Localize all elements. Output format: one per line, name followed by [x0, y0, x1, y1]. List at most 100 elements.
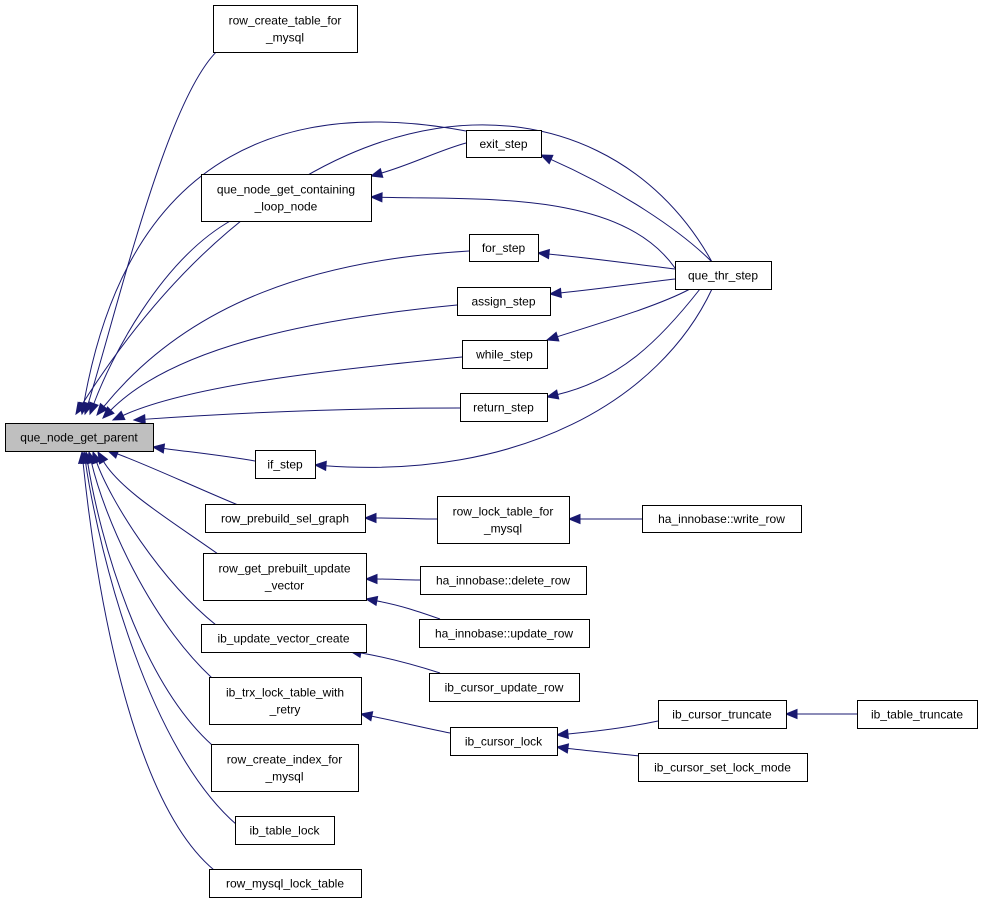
node-label: que_node_get_containing — [217, 183, 355, 197]
edge-que-thr-step-to-return-step — [556, 288, 701, 396]
node-label: row_get_prebuilt_update — [218, 562, 350, 576]
node-label: ib_cursor_lock — [465, 735, 543, 749]
node-box — [201, 624, 367, 653]
node-row-get-prebuilt-update-vector[interactable]: row_get_prebuilt_update _vector — [203, 553, 367, 601]
node-layer: que_node_get_parent row_create_table_for_… — [5, 5, 978, 898]
edge-ha-innobase-update-row-to-row-get-prebuilt-update-vector — [375, 600, 441, 620]
node-box — [460, 393, 548, 422]
node-label: _mysql — [264, 770, 303, 784]
node-box — [857, 700, 978, 729]
edge-row-lock-table-for-mysql-to-row-prebuild-sel-graph-arrowhead — [363, 512, 377, 524]
node-ha-innobase-delete-row[interactable]: ha_innobase::delete_row — [420, 566, 587, 595]
edge-return-step-to-que-node-get-parent-arrowhead — [132, 413, 146, 425]
node-label: _retry — [269, 703, 301, 717]
node-box — [429, 673, 580, 702]
node-label: ib_table_truncate — [871, 708, 963, 722]
edge-if-step-to-que-node-get-parent-arrowhead — [151, 443, 166, 454]
edge-row-get-prebuilt-update-vector-to-que-node-get-parent-arrowhead — [97, 450, 109, 465]
node-box — [213, 5, 358, 53]
node-box — [203, 553, 367, 601]
node-box — [675, 261, 772, 290]
edge-que-thr-step-to-return-step-arrowhead — [545, 389, 560, 400]
node-box — [642, 505, 802, 533]
node-row-prebuild-sel-graph[interactable]: row_prebuild_sel_graph — [205, 504, 366, 533]
node-row-create-index-for-mysql[interactable]: row_create_index_for _mysql — [211, 744, 359, 792]
node-if-step[interactable]: if_step — [255, 450, 316, 479]
node-label: ha_innobase::delete_row — [436, 574, 570, 588]
edge-exit-step-to-que-node-get-parent — [83, 121, 467, 405]
node-que-node-get-containing-loop-node[interactable]: que_node_get_containing _loop_node — [201, 174, 372, 222]
edge-row-prebuild-sel-graph-to-que-node-get-parent — [116, 453, 239, 506]
edge-que-node-get-containing-loop-node-to-que-node-get-parent — [93, 219, 233, 405]
node-label: ha_innobase::write_row — [658, 512, 785, 526]
node-label: row_lock_table_for — [453, 505, 554, 519]
edge-que-thr-step-to-while-step — [556, 288, 691, 338]
edge-ib-cursor-set-lock-mode-to-ib-cursor-lock-arrowhead — [555, 743, 570, 754]
node-ib-trx-lock-table-with-retry[interactable]: ib_trx_lock_table_with _retry — [209, 677, 362, 725]
node-label: ib_cursor_update_row — [445, 681, 564, 695]
node-row-lock-table-for-mysql[interactable]: row_lock_table_for_mysql — [437, 496, 570, 544]
node-ib-table-truncate[interactable]: ib_table_truncate — [857, 700, 978, 729]
node-exit-step[interactable]: exit_step — [466, 130, 542, 158]
node-label: _mysql — [265, 31, 304, 45]
node-ib-cursor-update-row[interactable]: ib_cursor_update_row — [429, 673, 580, 702]
edge-assign-step-to-que-node-get-parent — [109, 304, 458, 412]
node-label: for_step — [482, 241, 526, 255]
node-box — [255, 450, 316, 479]
edge-ha-innobase-delete-row-to-row-get-prebuilt-update-vector — [375, 578, 421, 581]
edge-row-mysql-lock-table-to-que-node-get-parent-arrowhead — [77, 450, 89, 464]
node-label: if_step — [267, 458, 303, 472]
edge-que-thr-step-to-for-step — [547, 253, 676, 270]
node-box — [466, 130, 542, 158]
edge-que-thr-step-to-while-step-arrowhead — [545, 331, 560, 342]
edge-ib-cursor-lock-to-ib-trx-lock-table-with-retry — [370, 715, 451, 734]
node-ha-innobase-update-row[interactable]: ha_innobase::update_row — [419, 619, 590, 648]
node-label: exit_step — [479, 137, 527, 151]
edge-while-step-to-que-node-get-parent-arrowhead — [111, 410, 126, 421]
node-box — [205, 504, 366, 533]
node-box — [658, 700, 787, 729]
edge-return-step-to-que-node-get-parent — [143, 407, 461, 420]
node-box — [209, 869, 362, 898]
edge-ib-cursor-truncate-to-ib-cursor-lock-arrowhead — [555, 728, 569, 740]
node-label: _vector — [264, 579, 304, 593]
node-label: while_step — [475, 348, 533, 362]
node-box — [419, 619, 590, 648]
edge-que-thr-step-to-que-node-get-parent-arrowhead — [75, 401, 87, 416]
edge-for-step-to-que-node-get-parent-arrowhead — [96, 402, 109, 417]
edge-que-thr-step-to-que-node-get-parent — [80, 124, 713, 406]
node-ib-table-lock[interactable]: ib_table_lock — [235, 816, 335, 845]
edge-layer — [75, 45, 857, 871]
edge-ha-innobase-delete-row-to-row-get-prebuilt-update-vector-arrowhead — [364, 573, 378, 585]
node-label: _loop_node — [254, 200, 318, 214]
edge-que-thr-step-to-for-step-arrowhead — [536, 248, 550, 260]
edge-if-step-to-que-node-get-parent — [162, 447, 256, 462]
node-ib-cursor-truncate[interactable]: ib_cursor_truncate — [658, 700, 787, 729]
node-row-mysql-lock-table[interactable]: row_mysql_lock_table — [209, 869, 362, 898]
node-assign-step[interactable]: assign_step — [457, 287, 551, 316]
node-while-step[interactable]: while_step — [462, 340, 548, 369]
node-for-step[interactable]: for_step — [469, 234, 539, 262]
node-return-step[interactable]: return_step — [460, 393, 548, 422]
edge-ib-cursor-set-lock-mode-to-ib-cursor-lock — [566, 747, 641, 757]
node-label: ib_table_lock — [249, 824, 320, 838]
node-label: row_create_index_for — [227, 753, 342, 767]
node-label: ib_trx_lock_table_with — [226, 686, 344, 700]
node-ib-update-vector-create[interactable]: ib_update_vector_create — [201, 624, 367, 653]
node-box — [638, 753, 808, 782]
edge-exit-step-to-que-node-get-containing-loop-node-arrowhead — [369, 167, 384, 178]
edge-que-thr-step-to-exit-step-arrowhead — [539, 154, 554, 165]
node-label: que_thr_step — [688, 269, 758, 283]
node-label: return_step — [473, 401, 534, 415]
edge-exit-step-to-que-node-get-containing-loop-node — [380, 142, 467, 174]
node-ha-innobase-write-row[interactable]: ha_innobase::write_row — [642, 505, 802, 533]
node-row-create-table-for-mysql[interactable]: row_create_table_for_mysql — [213, 5, 358, 53]
node-que-thr-step[interactable]: que_thr_step — [675, 261, 772, 290]
edge-row-create-table-for-mysql-to-que-node-get-parent — [87, 45, 224, 405]
node-ib-cursor-set-lock-mode[interactable]: ib_cursor_set_lock_mode — [638, 753, 808, 782]
node-label: ib_cursor_truncate — [672, 708, 772, 722]
edge-ha-innobase-update-row-to-row-get-prebuilt-update-vector-arrowhead — [364, 595, 379, 607]
node-label: ib_update_vector_create — [217, 632, 349, 646]
node-ib-cursor-lock[interactable]: ib_cursor_lock — [450, 727, 558, 756]
node-que-node-get-parent[interactable]: que_node_get_parent — [5, 423, 154, 452]
